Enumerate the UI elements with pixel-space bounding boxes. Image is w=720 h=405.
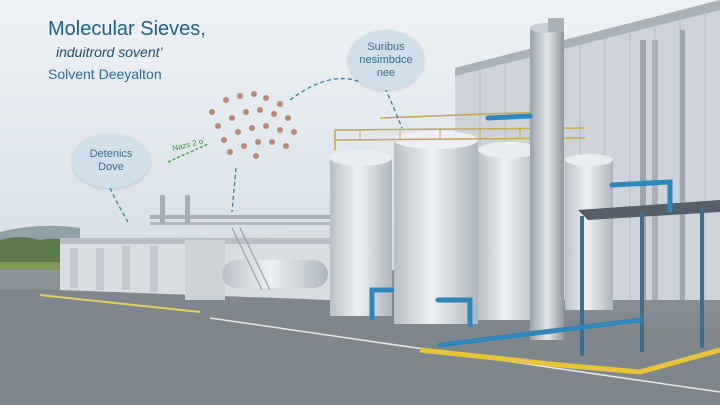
- callout-top-line-2: nesimbdce: [359, 53, 413, 66]
- subtitle-secondary: Solvent Deeyalton: [48, 66, 162, 82]
- callout-top-line-3: nee: [376, 66, 396, 79]
- callout-bubble-top: Suribus nesimbdce nee: [348, 30, 424, 90]
- callout-left-line-2: Dove: [98, 161, 124, 173]
- title: Molecular Sieves,: [48, 18, 206, 40]
- subtitle: induitrord sovent’: [56, 44, 163, 60]
- callout-left-line-1: Detenics: [89, 148, 133, 160]
- callout-top-line-1: Suribus: [367, 40, 405, 53]
- callout-bubble-left: Detenics Dove: [72, 134, 150, 188]
